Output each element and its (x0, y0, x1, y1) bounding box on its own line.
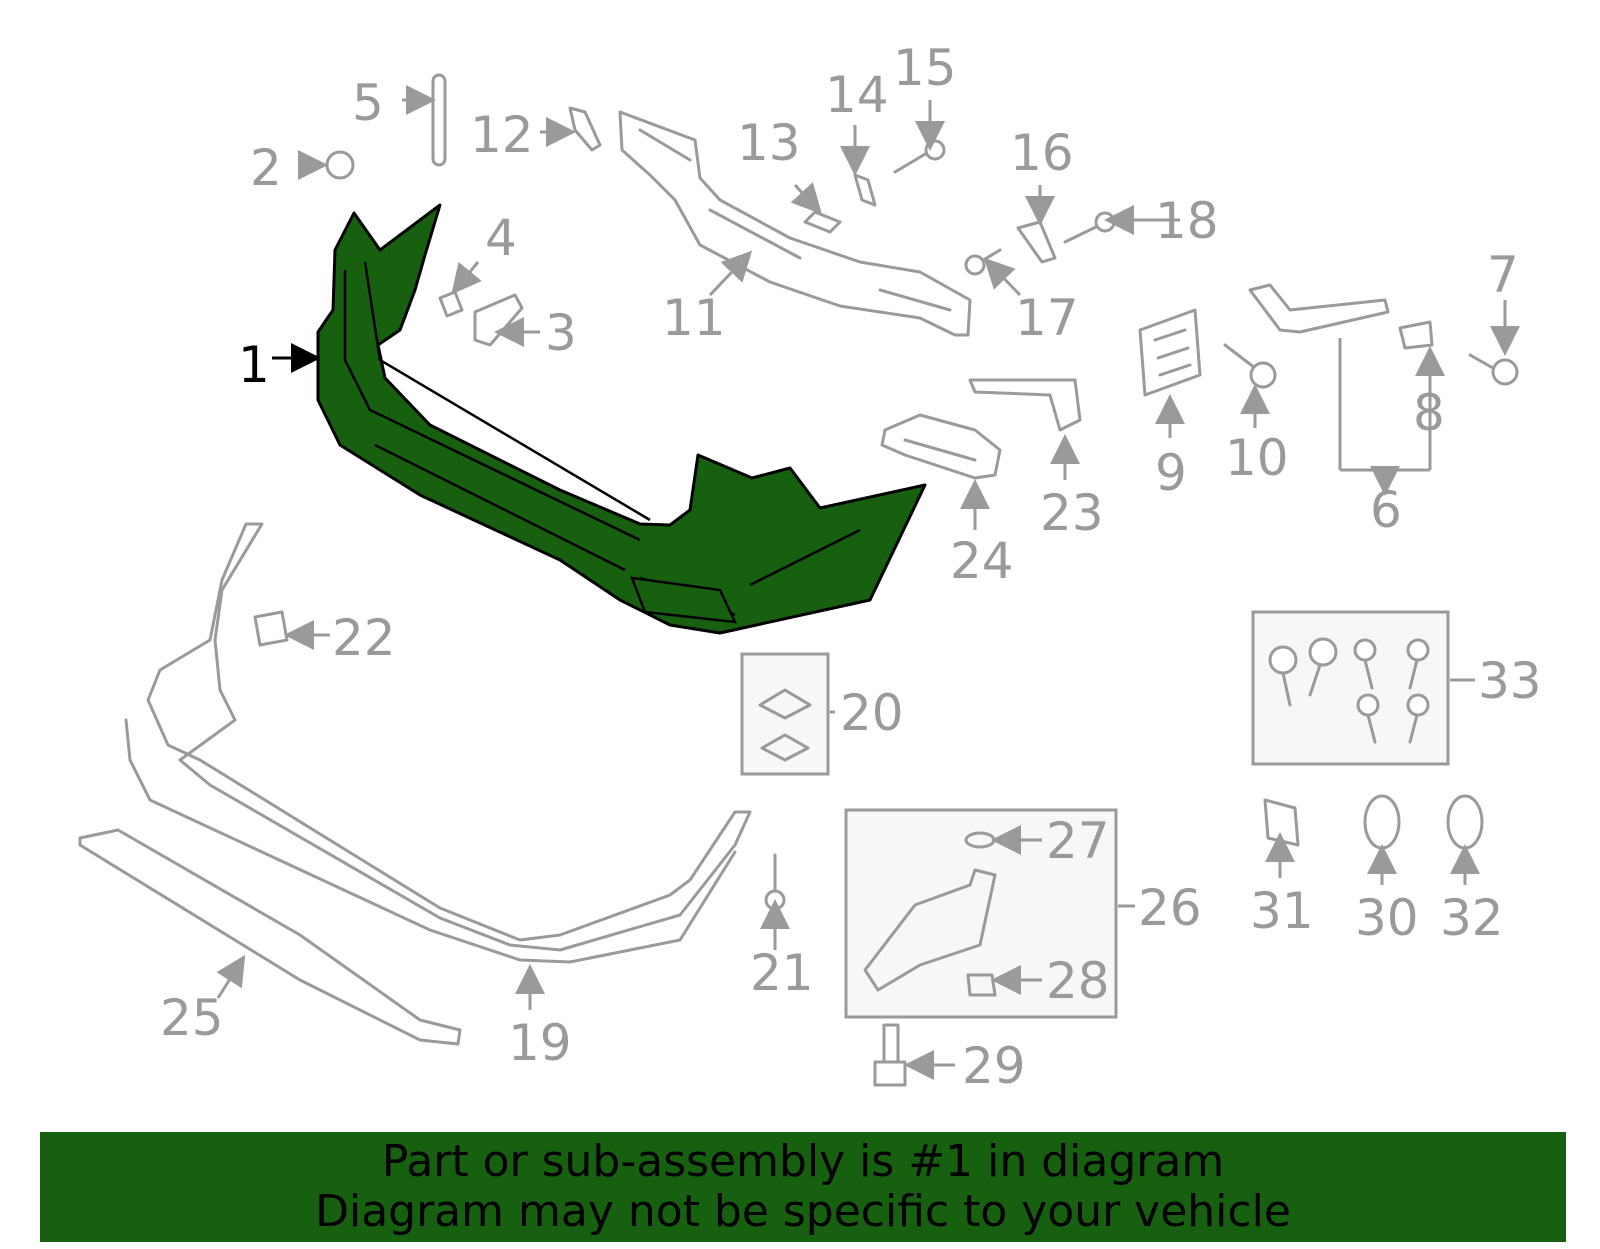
callout-8: 8 (1413, 384, 1445, 442)
seal-part-32[interactable] (1446, 794, 1484, 850)
module-part-9[interactable] (1138, 308, 1202, 397)
callout-28: 28 (1046, 952, 1110, 1010)
callout-10: 10 (1225, 429, 1289, 487)
callout-2: 2 (250, 139, 282, 197)
fastener-part-2[interactable] (325, 150, 355, 180)
screw-part-17[interactable] (964, 248, 1002, 276)
callout-12: 12 (470, 106, 534, 164)
callout-17: 17 (1015, 289, 1079, 347)
bolt-part-29[interactable] (873, 1023, 907, 1087)
bumper-cover-part-1[interactable] (316, 203, 927, 635)
lower-cover-part-19[interactable] (124, 522, 752, 964)
callout-6: 6 (1370, 481, 1402, 539)
kit-box-part-26[interactable] (844, 808, 1118, 1019)
callout-5: 5 (352, 74, 384, 132)
pad-part-22[interactable] (253, 610, 289, 647)
callout-11: 11 (662, 289, 726, 347)
screw-part-7[interactable] (1468, 353, 1519, 386)
upper-bracket-part-11[interactable] (618, 110, 972, 337)
callout-9: 9 (1155, 444, 1187, 502)
bracket-part-16[interactable] (1016, 220, 1057, 264)
callout-3: 3 (545, 304, 577, 362)
callout-21: 21 (750, 944, 814, 1002)
screw-part-15[interactable] (893, 139, 946, 174)
clip-part-14[interactable] (853, 173, 877, 207)
callout-30: 30 (1355, 889, 1419, 947)
callout-32: 32 (1440, 889, 1504, 947)
callout-19: 19 (508, 1014, 572, 1072)
callout-20: 20 (840, 684, 904, 742)
kit-box-part-20[interactable] (740, 652, 830, 776)
screw-part-18[interactable] (1063, 211, 1116, 244)
kit-box-part-33[interactable] (1251, 610, 1450, 766)
seal-part-30[interactable] (1363, 794, 1401, 850)
leader-arrows (216, 85, 1520, 1080)
callout-24: 24 (950, 532, 1014, 590)
callout-23: 23 (1040, 484, 1104, 542)
bracket-part-23[interactable] (968, 378, 1082, 432)
callout-29: 29 (962, 1037, 1026, 1095)
bracket-part-3[interactable] (473, 293, 524, 347)
callout-18: 18 (1155, 192, 1219, 250)
reinforcement-part-6[interactable] (1248, 283, 1432, 490)
info-banner: Part or sub-assembly is #1 in diagram Di… (40, 1132, 1566, 1242)
callout-16: 16 (1010, 124, 1074, 182)
callout-27: 27 (1046, 812, 1110, 870)
bracket-part-24[interactable] (880, 413, 1002, 480)
clip-part-8[interactable] (1398, 320, 1434, 350)
callout-31: 31 (1250, 882, 1314, 940)
clip-part-4[interactable] (438, 290, 464, 318)
callout-7: 7 (1487, 246, 1519, 304)
clip-part-12[interactable] (568, 106, 602, 152)
callout-13: 13 (737, 114, 801, 172)
callout-26: 26 (1138, 879, 1202, 937)
nut-part-13[interactable] (803, 210, 842, 234)
stud-part-21[interactable] (764, 853, 786, 911)
bolt-part-10[interactable] (1223, 343, 1277, 389)
banner-line-1: Part or sub-assembly is #1 in diagram (381, 1136, 1225, 1187)
callout-4: 4 (485, 209, 517, 267)
callout-33: 33 (1478, 652, 1542, 710)
fastener-part-5[interactable] (431, 73, 447, 167)
trim-strip-part-25[interactable] (78, 828, 462, 1046)
callout-25: 25 (160, 989, 224, 1047)
callout-22: 22 (332, 609, 396, 667)
callout-1: 1 (238, 336, 270, 394)
callout-14: 14 (825, 66, 889, 124)
callout-15: 15 (893, 39, 957, 97)
banner-line-2: Diagram may not be specific to your vehi… (315, 1186, 1291, 1237)
